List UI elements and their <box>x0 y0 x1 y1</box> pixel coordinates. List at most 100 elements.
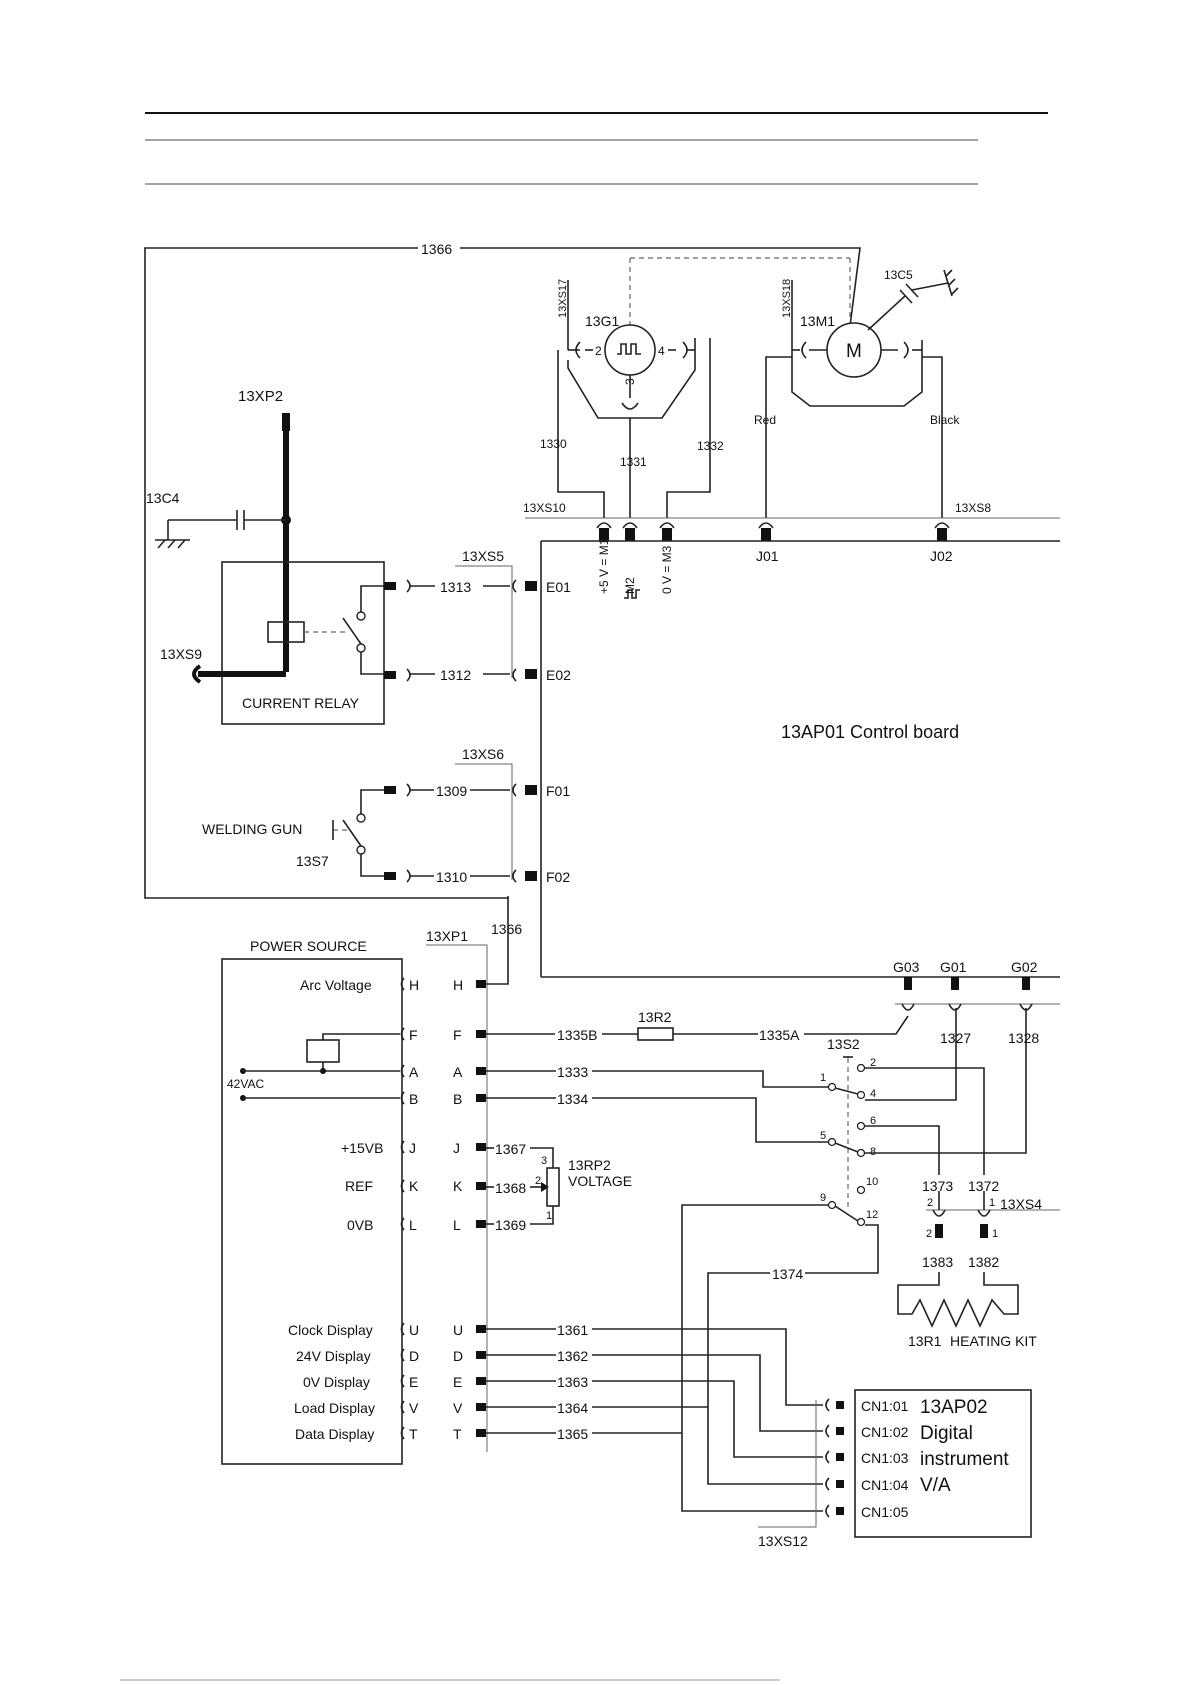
label-current-relay: CURRENT RELAY <box>242 695 360 711</box>
pin-label: 1 <box>820 1072 826 1084</box>
label-wire-1383: 1383 <box>922 1254 953 1270</box>
label-wire-black: Black <box>930 413 960 427</box>
label-wire-1310: 1310 <box>436 869 467 885</box>
label-ref: REF <box>345 1178 373 1194</box>
pin-label: E <box>409 1374 418 1390</box>
pin-label: 6 <box>870 1115 876 1127</box>
pin-label: 5 <box>820 1130 826 1142</box>
label-pin-f01: F01 <box>546 783 570 799</box>
label-13xs6: 13XS6 <box>462 746 504 762</box>
label-wire-1363: 1363 <box>557 1374 588 1390</box>
label-heating-kit: HEATING KIT <box>950 1333 1037 1349</box>
label-13m1: 13M1 <box>800 313 835 329</box>
label-13r2: 13R2 <box>638 1009 672 1025</box>
label-wire-1364: 1364 <box>557 1400 588 1416</box>
pin-label: F <box>409 1027 418 1043</box>
label-instrument: instrument <box>920 1449 1009 1470</box>
pin-label: J <box>453 1140 460 1156</box>
welding-gun-section: 13XS6 WELDING GUN 13S7 1309 1310 F01 F02 <box>202 746 570 885</box>
pin-label: 4 <box>870 1088 876 1100</box>
label-15vb: +15VB <box>341 1140 383 1156</box>
label-wire-1312: 1312 <box>440 667 471 683</box>
label-clock-display: Clock Display <box>288 1322 373 1338</box>
label-wire-red: Red <box>754 413 776 427</box>
label-wire-1366-bottom: 1366 <box>491 921 522 937</box>
label-wire-1373: 1373 <box>922 1178 953 1194</box>
label-wire-1331: 1331 <box>620 455 647 469</box>
pin-label: D <box>453 1348 463 1364</box>
label-13ap02: 13AP02 <box>920 1397 988 1418</box>
pin-label: D <box>409 1348 419 1364</box>
label-cn1-04: CN1:04 <box>861 1477 909 1493</box>
label-wire-1369: 1369 <box>495 1217 526 1233</box>
label-wire-1330: 1330 <box>540 437 567 451</box>
pin-label: T <box>453 1426 462 1442</box>
label-pin-e01: E01 <box>546 579 571 595</box>
pin-label: 4 <box>658 344 665 358</box>
label-wire-1362: 1362 <box>557 1348 588 1364</box>
digital-instrument-section: 1361 1362 1363 1364 1365 13XS12 CN1:01 C… <box>486 1322 1032 1549</box>
pin-label: 3 <box>541 1155 547 1167</box>
wire-1366-loop: 1366 <box>144 241 861 917</box>
label-cn1-02: CN1:02 <box>861 1424 909 1440</box>
label-pin-j02: J02 <box>930 548 953 564</box>
pin-label: K <box>453 1178 463 1194</box>
pin-label: 9 <box>820 1192 826 1204</box>
label-wire-1334: 1334 <box>557 1091 588 1107</box>
label-wire-1313: 1313 <box>440 579 471 595</box>
label-13xs5: 13XS5 <box>462 548 504 564</box>
label-42vac: 42VAC <box>227 1077 264 1091</box>
label-welding-gun: WELDING GUN <box>202 821 302 837</box>
label-load-display: Load Display <box>294 1400 375 1416</box>
label-power-source: POWER SOURCE <box>250 938 367 954</box>
pin-label: H <box>453 977 463 993</box>
label-pin-m1: +5 V = M1 <box>597 538 611 594</box>
current-relay-section: 13XP2 13C4 CURRENT RELAY 13XS9 <box>146 388 571 725</box>
label-13s7: 13S7 <box>296 853 329 869</box>
label-wire-1361: 1361 <box>557 1322 588 1338</box>
header-rules <box>145 112 1048 185</box>
pin-label: B <box>409 1091 418 1107</box>
potentiometer-13rp2: 1367 1368 1369 3 2 1 13RP2 VOLTAGE <box>486 1141 632 1233</box>
label-wire-1333: 1333 <box>557 1064 588 1080</box>
control-board-outline: 13AP01 Control board <box>540 540 1060 978</box>
pin-label: 10 <box>866 1176 878 1188</box>
pin-label: V <box>453 1400 463 1416</box>
label-24v-display: 24V Display <box>296 1348 371 1364</box>
label-va: V/A <box>920 1475 951 1496</box>
motor-m-icon: M <box>846 341 862 362</box>
label-13xs10: 13XS10 <box>523 501 566 515</box>
label-13c5: 13C5 <box>884 268 913 282</box>
pin-label: A <box>453 1064 463 1080</box>
label-pin-e02: E02 <box>546 667 571 683</box>
label-digital: Digital <box>920 1423 973 1444</box>
label-wire-1327: 1327 <box>940 1030 971 1046</box>
pin-label: 1 <box>546 1210 552 1222</box>
pulse-mark-icon <box>624 589 640 599</box>
label-wire-1328: 1328 <box>1008 1030 1039 1046</box>
label-pin-m2: M2 <box>623 577 637 594</box>
pin-label: U <box>409 1322 419 1338</box>
label-wire-1374: 1374 <box>772 1266 803 1282</box>
label-wire-1309: 1309 <box>436 783 467 799</box>
pin-label: U <box>453 1322 463 1338</box>
label-13xp1: 13XP1 <box>426 928 468 944</box>
label-13xp2: 13XP2 <box>238 388 283 405</box>
power-source-section: POWER SOURCE 13XP1 1366 Arc Voltage H H … <box>221 917 522 1465</box>
wire-1335-and-13r2: 1335B 13R2 1335A <box>486 1009 909 1043</box>
connector-13xs10-13xs8: 13XS10 13XS8 +5 V = M1 M2 0 V = M3 J01 J… <box>523 501 1060 599</box>
label-wire-1368: 1368 <box>495 1180 526 1196</box>
pin-label: V <box>409 1400 419 1416</box>
pin-label: 2 <box>926 1228 932 1240</box>
label-13xs9: 13XS9 <box>160 646 202 662</box>
label-pin-j01: J01 <box>756 548 779 564</box>
label-wire-1372: 1372 <box>968 1178 999 1194</box>
label-13xs4: 13XS4 <box>1000 1196 1042 1212</box>
pin-label: J <box>409 1140 416 1156</box>
label-arc-voltage: Arc Voltage <box>300 977 372 993</box>
pin-label: A <box>409 1064 419 1080</box>
label-13xs8: 13XS8 <box>955 501 991 515</box>
pin-label: 2 <box>595 344 602 358</box>
